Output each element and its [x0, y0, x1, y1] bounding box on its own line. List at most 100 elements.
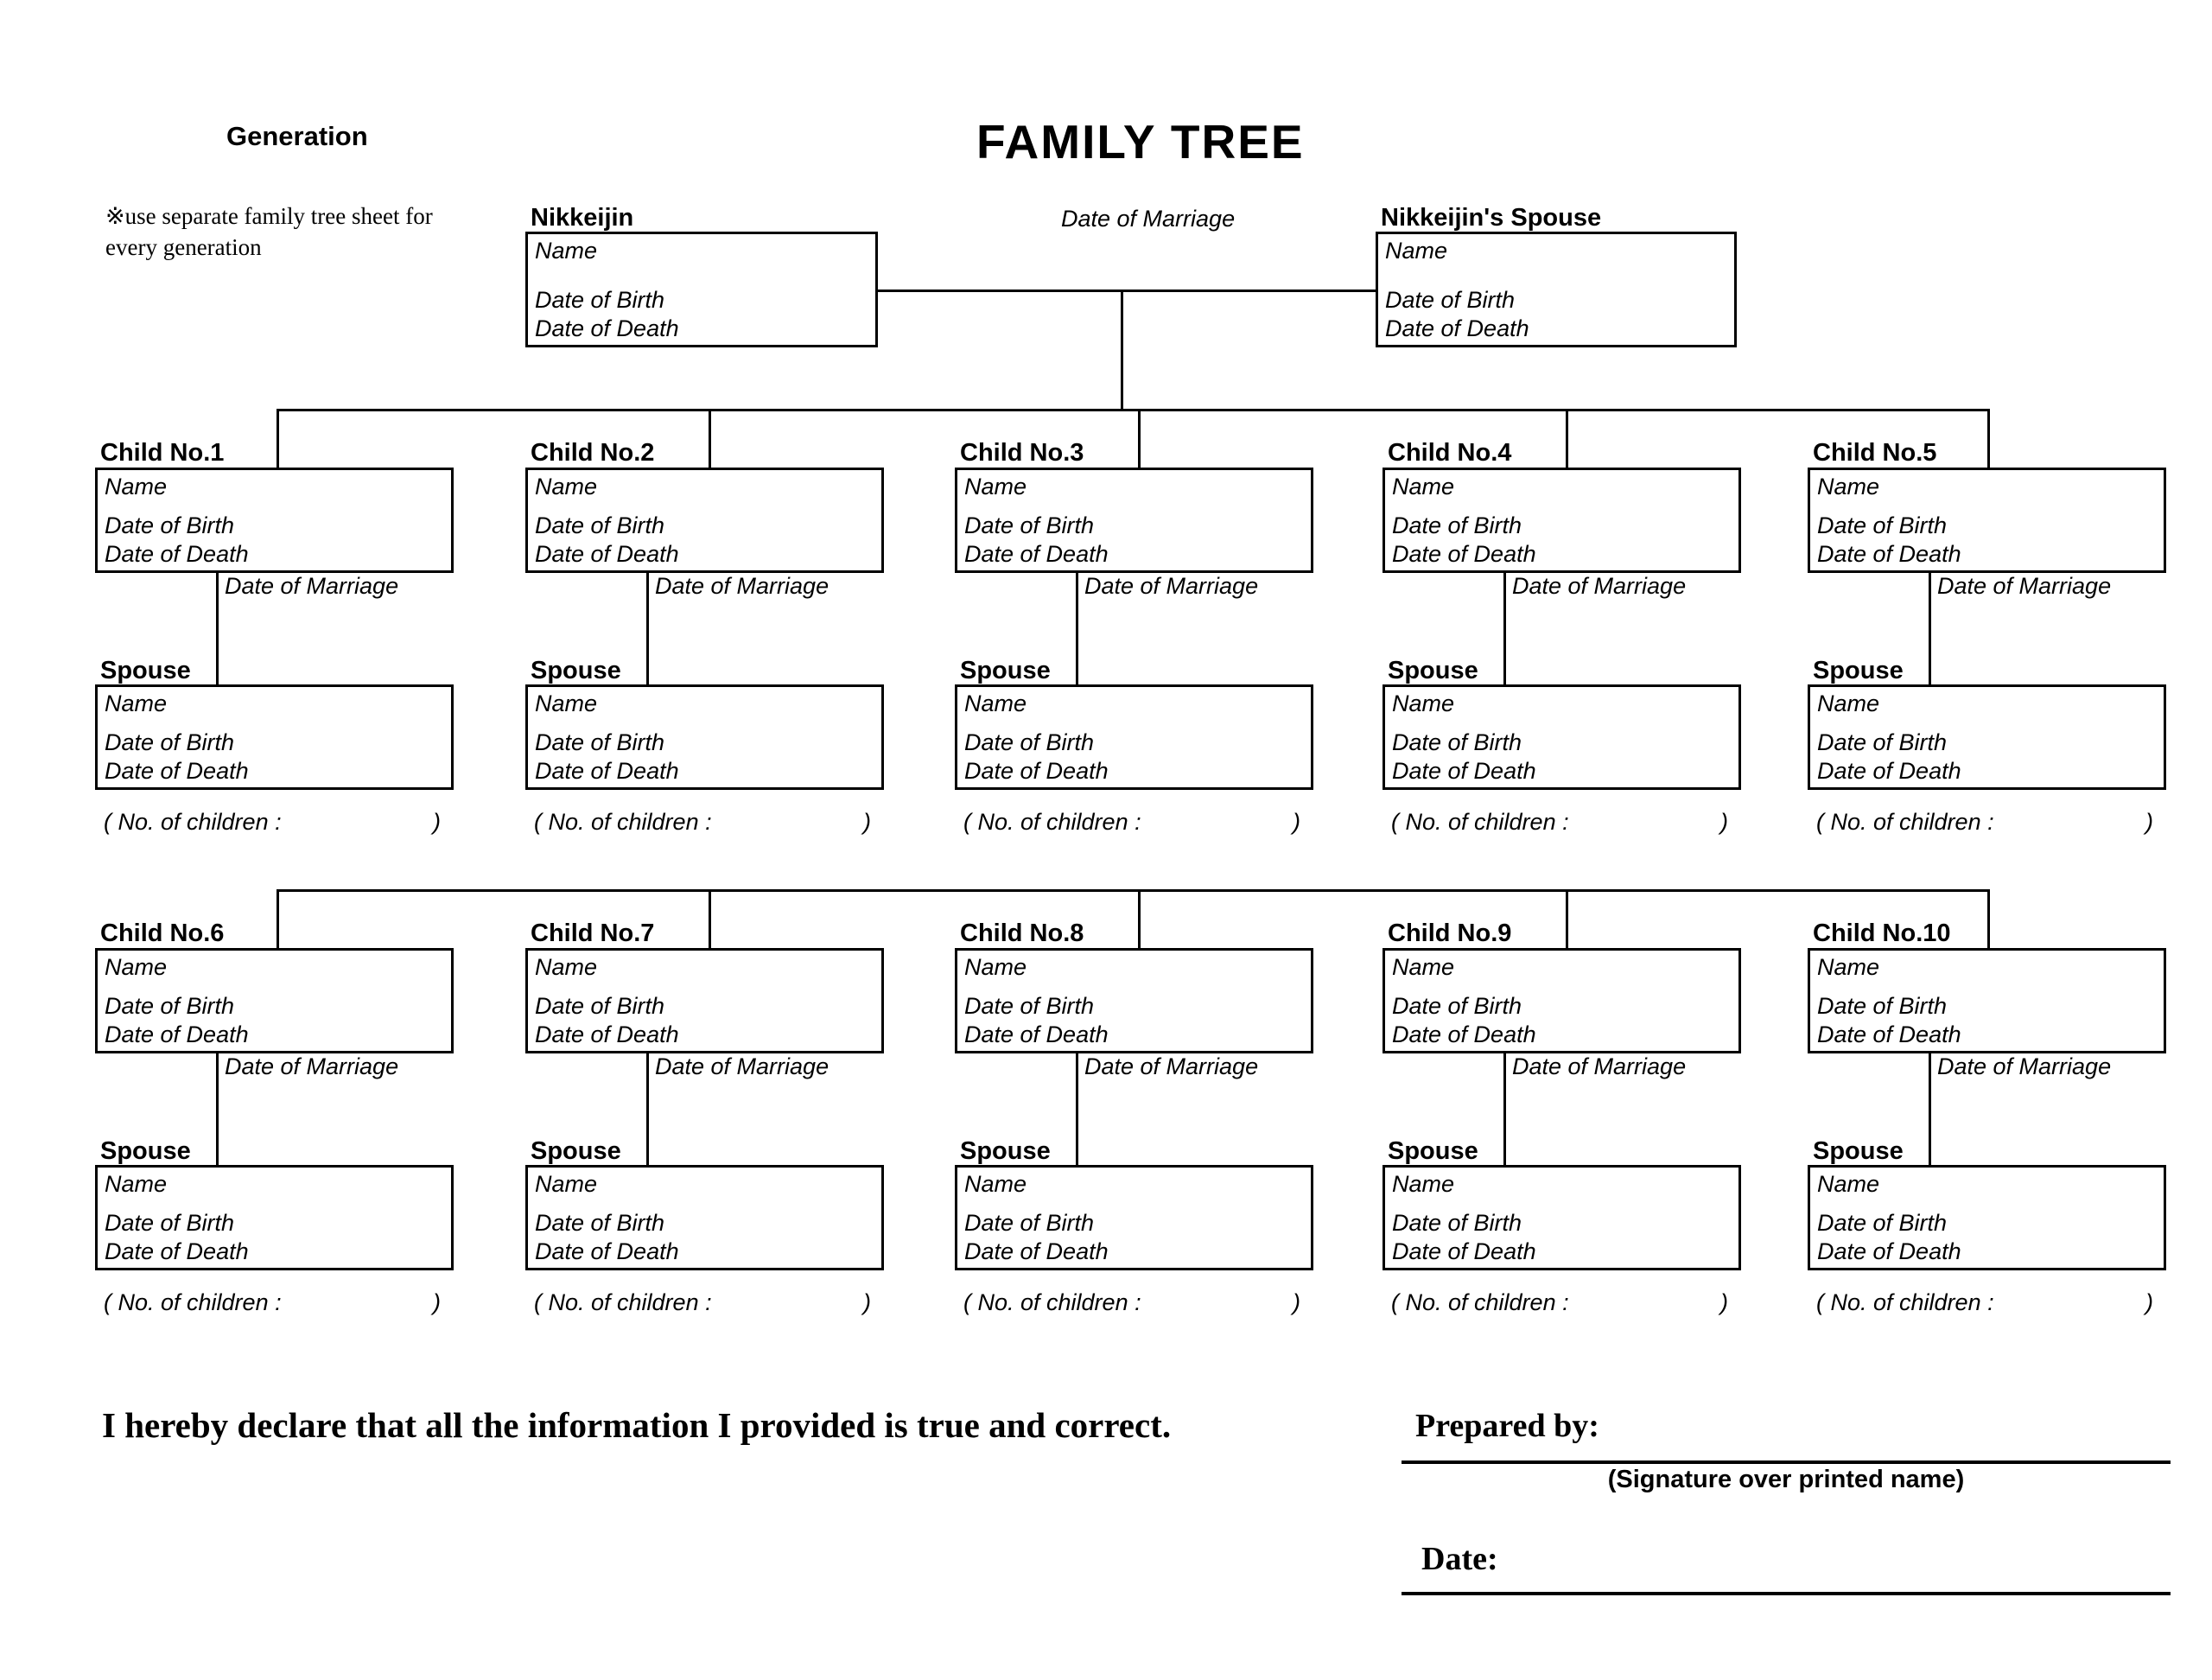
child-dob-label-1: Date of Birth: [105, 512, 235, 538]
spouse-dod-label-1: Date of Death: [105, 758, 249, 784]
nikkeijin-caption: Nikkeijin: [531, 204, 634, 232]
spouse-dod-label-10: Date of Death: [1817, 1238, 1961, 1264]
child-dob-label-9: Date of Birth: [1392, 993, 1522, 1019]
child-descent-connector-6: [276, 889, 279, 948]
child-spouse-connector-2: [646, 573, 649, 684]
child-dod-label-10: Date of Death: [1817, 1021, 1961, 1047]
date-rule[interactable]: [1402, 1592, 2171, 1595]
top-descent-connector: [1121, 290, 1123, 410]
nikkeijin-spouse-name-label: Name: [1385, 238, 1448, 264]
spouse-dod-label-3: Date of Death: [964, 758, 1109, 784]
spouse-name-label-4: Name: [1392, 690, 1455, 716]
spouse-dod-label-8: Date of Death: [964, 1238, 1109, 1264]
generation-note: ※use separate family tree sheet for ever…: [105, 203, 433, 261]
no-of-children-close-9: ): [1720, 1289, 1728, 1315]
child-name-label-8: Name: [964, 954, 1027, 980]
child-caption-2: Child No.2: [531, 439, 655, 467]
spouse-caption-1: Spouse: [100, 657, 191, 684]
child-marriage-label-9: Date of Marriage: [1512, 1053, 1687, 1079]
spouse-dob-label-10: Date of Birth: [1817, 1210, 1948, 1236]
prepared-by-label: Prepared by:: [1415, 1408, 1599, 1444]
no-of-children-close-8: ): [1293, 1289, 1300, 1315]
spouse-name-label-1: Name: [105, 690, 168, 716]
nikkeijin-spouse-dob-label: Date of Birth: [1385, 287, 1516, 313]
nikkeijin-spouse-box[interactable]: Name Date of Birth Date of Death: [1376, 232, 1737, 347]
child-dod-label-7: Date of Death: [535, 1021, 679, 1047]
no-of-children-open-7: ( No. of children :: [534, 1289, 712, 1315]
top-marriage-label: Date of Marriage: [1061, 206, 1236, 232]
no-of-children-close-10: ): [2145, 1289, 2153, 1315]
child-descent-connector-3: [1138, 409, 1141, 468]
nikkeijin-name-label: Name: [535, 238, 598, 264]
child-caption-7: Child No.7: [531, 920, 655, 947]
nikkeijin-dob-label: Date of Birth: [535, 287, 665, 313]
child-name-label-10: Name: [1817, 954, 1880, 980]
child-name-label-9: Name: [1392, 954, 1455, 980]
child-name-label-4: Name: [1392, 474, 1455, 500]
spouse-dod-label-7: Date of Death: [535, 1238, 679, 1264]
spouse-caption-6: Spouse: [100, 1137, 191, 1165]
top-marriage-connector: [875, 290, 1376, 292]
child-name-label-6: Name: [105, 954, 168, 980]
generation-label: Generation: [226, 121, 368, 151]
nikkeijin-box[interactable]: Name Date of Birth Date of Death: [525, 232, 878, 347]
spouse-dob-label-4: Date of Birth: [1392, 729, 1522, 755]
child-marriage-label-10: Date of Marriage: [1937, 1053, 2112, 1079]
no-of-children-open-10: ( No. of children :: [1816, 1289, 1994, 1315]
child-spouse-connector-5: [1929, 573, 1931, 684]
signature-rule[interactable]: [1402, 1460, 2171, 1464]
sibling-bus-row1: [276, 409, 1989, 411]
date-label: Date:: [1421, 1541, 1498, 1577]
child-descent-connector-7: [709, 889, 711, 948]
child-caption-8: Child No.8: [960, 920, 1084, 947]
no-of-children-open-5: ( No. of children :: [1816, 809, 1994, 835]
child-descent-connector-8: [1138, 889, 1141, 948]
child-spouse-connector-7: [646, 1053, 649, 1165]
declaration-text: I hereby declare that all the informatio…: [102, 1405, 1172, 1445]
spouse-caption-2: Spouse: [531, 657, 621, 684]
no-of-children-close-6: ): [433, 1289, 441, 1315]
no-of-children-close-5: ): [2145, 809, 2153, 835]
child-spouse-connector-1: [216, 573, 219, 684]
spouse-caption-8: Spouse: [960, 1137, 1051, 1165]
no-of-children-open-6: ( No. of children :: [104, 1289, 282, 1315]
sibling-bus-row2: [276, 889, 1989, 892]
child-caption-3: Child No.3: [960, 439, 1084, 467]
spouse-dod-label-2: Date of Death: [535, 758, 679, 784]
child-dod-label-4: Date of Death: [1392, 541, 1536, 567]
child-marriage-label-3: Date of Marriage: [1084, 573, 1259, 599]
page-title: FAMILY TREE: [976, 115, 1305, 169]
child-caption-9: Child No.9: [1388, 920, 1512, 947]
no-of-children-close-2: ): [863, 809, 871, 835]
spouse-dob-label-6: Date of Birth: [105, 1210, 235, 1236]
spouse-caption-4: Spouse: [1388, 657, 1478, 684]
spouse-name-label-8: Name: [964, 1171, 1027, 1197]
child-descent-connector-4: [1566, 409, 1568, 468]
child-caption-10: Child No.10: [1813, 920, 1951, 947]
child-dob-label-4: Date of Birth: [1392, 512, 1522, 538]
spouse-caption-5: Spouse: [1813, 657, 1904, 684]
child-marriage-label-6: Date of Marriage: [225, 1053, 399, 1079]
child-spouse-connector-3: [1076, 573, 1078, 684]
child-dod-label-8: Date of Death: [964, 1021, 1109, 1047]
